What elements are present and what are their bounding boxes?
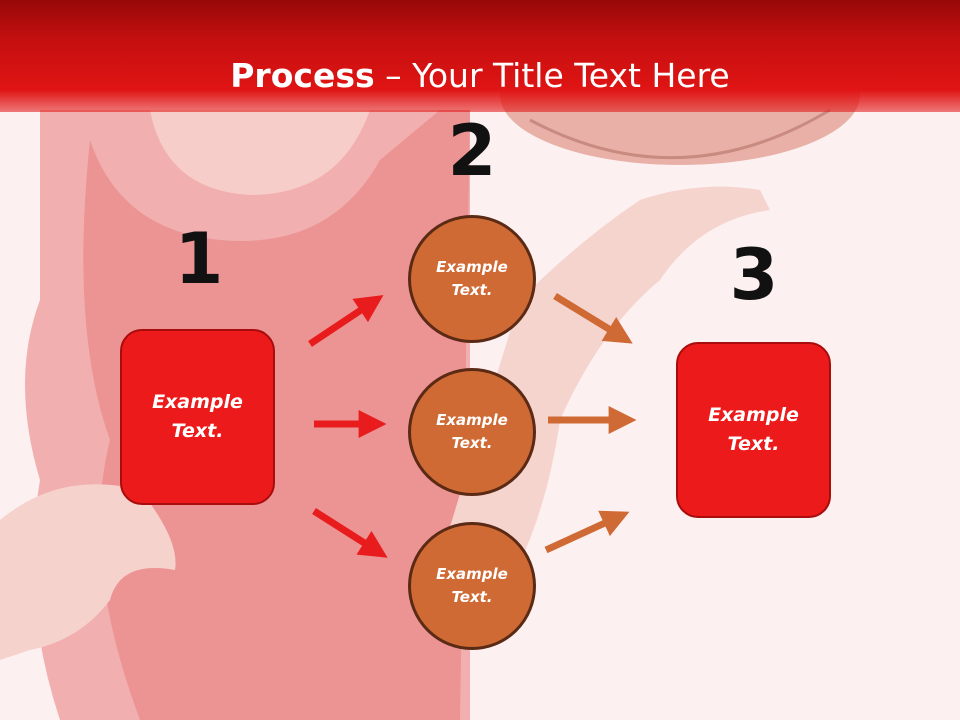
circle-top-label: Example Text. — [436, 258, 508, 299]
arrow-left-to-bottom — [312, 508, 388, 558]
circle-bottom[interactable]: Example Text. — [408, 522, 536, 650]
title-dash: – — [374, 56, 413, 95]
arrow-bottom-to-right — [544, 510, 630, 554]
circle-top[interactable]: Example Text. — [408, 215, 536, 343]
left-box-label: Example Text. — [152, 391, 243, 442]
step-number-3: 3 — [729, 234, 779, 316]
arrow-left-to-top — [308, 295, 384, 347]
title-bold: Process — [230, 56, 375, 95]
right-box-label: Example Text. — [708, 404, 799, 455]
slide-title: Process – Your Title Text Here — [0, 56, 960, 96]
circle-bottom-label: Example Text. — [436, 565, 508, 606]
arrow-top-to-right — [553, 293, 633, 344]
title-text: Your Title Text Here — [412, 56, 730, 95]
step-number-2: 2 — [447, 110, 497, 192]
circle-middle-label: Example Text. — [436, 411, 508, 452]
left-box[interactable]: Example Text. — [120, 329, 275, 505]
title-bar — [0, 0, 960, 112]
right-box[interactable]: Example Text. — [676, 342, 831, 518]
circle-middle[interactable]: Example Text. — [408, 368, 536, 496]
step-number-1: 1 — [174, 218, 224, 300]
